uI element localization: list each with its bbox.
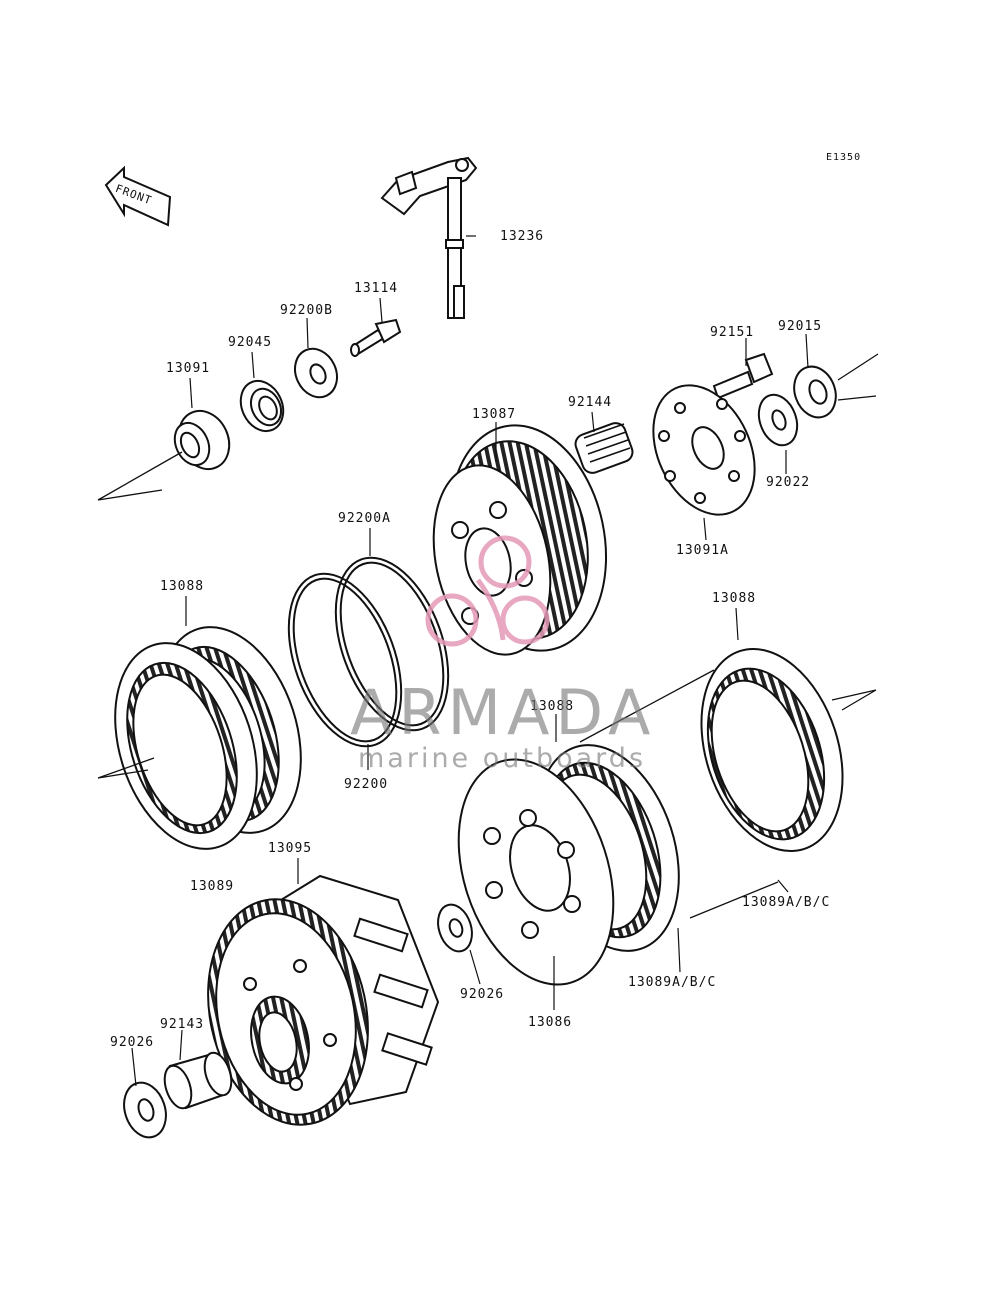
label-92022: 92022 [766, 475, 811, 490]
watermark-title: ARMADA [350, 676, 657, 749]
label-92200: 92200 [344, 777, 389, 792]
label-13089: 13089 [190, 879, 235, 894]
part-13236-release-shaft [380, 156, 478, 319]
label-92151: 92151 [710, 325, 755, 340]
diagram-code: E1350 [826, 152, 862, 163]
part-92022-washer [757, 393, 799, 447]
label-13088-right: 13088 [712, 591, 757, 606]
label-13095: 13095 [268, 841, 313, 856]
label-13114: 13114 [354, 281, 399, 296]
label-92026-mid: 92026 [460, 987, 505, 1002]
label-13089ABC-right: 13089A/B/C [742, 895, 831, 910]
watermark-logo-icon [425, 535, 550, 647]
leader-lines [131, 235, 809, 1087]
watermark-subtitle: marine outboards [358, 743, 647, 774]
label-92026-left: 92026 [110, 1035, 155, 1050]
part-92026-washer-left [123, 1081, 167, 1139]
part-13091-holder [97, 409, 231, 501]
part-13089-steel-plate-left [97, 642, 258, 850]
part-13088-friction-plate-right [579, 648, 877, 919]
label-13086: 13086 [528, 1015, 573, 1030]
label-92144: 92144 [568, 395, 613, 410]
part-13086-clutch-boss [457, 758, 615, 986]
label-13087: 13087 [472, 407, 517, 422]
part-92026-washer-mid [437, 903, 473, 953]
part-13114-push-rod [350, 318, 402, 357]
label-92045: 92045 [228, 335, 273, 350]
part-92200B-washer [294, 347, 338, 399]
label-13091: 13091 [166, 361, 211, 376]
part-92151-bolt [712, 352, 774, 400]
label-13236: 13236 [500, 229, 545, 244]
label-13088-left: 13088 [160, 579, 205, 594]
part-92015-nut [793, 353, 879, 419]
label-13091A: 13091A [676, 543, 729, 558]
label-13088-mid: 13088 [530, 699, 575, 714]
part-92045-bearing [239, 379, 285, 433]
front-direction-arrow [104, 165, 172, 227]
label-92200A: 92200A [338, 511, 391, 526]
part-92144-spring [574, 422, 634, 474]
part-92200-ring [287, 572, 403, 748]
label-92015: 92015 [778, 319, 823, 334]
part-13091A-pressure-plate [652, 384, 756, 516]
part-92200A-ring [334, 556, 450, 732]
label-92200B: 92200B [280, 303, 333, 318]
part-92143-sleeve [163, 1051, 233, 1110]
label-92143: 92143 [160, 1017, 205, 1032]
part-13095-clutch-housing [207, 874, 440, 1126]
label-13089ABC-mid: 13089A/B/C [628, 975, 717, 990]
